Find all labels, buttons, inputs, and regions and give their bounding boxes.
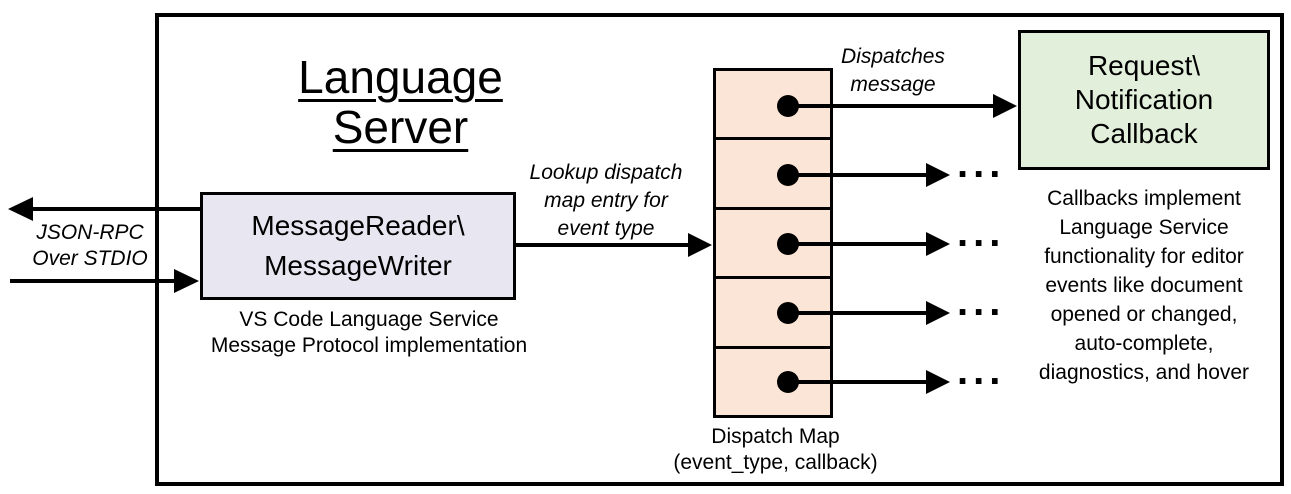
dispatch-map-cell	[716, 71, 830, 141]
json-rpc-stdio-label: JSON-RPC Over STDIO	[32, 221, 148, 270]
message-reader-writer-box: MessageReader\ MessageWriter	[200, 192, 516, 300]
language-server-boundary	[155, 13, 1284, 486]
dispatches-message-label: Dispatches message	[841, 45, 945, 96]
callbacks-description: Callbacks implement Language Service fun…	[1038, 187, 1250, 384]
ellipsis-row-4: ...	[957, 280, 1006, 324]
dispatch-map	[713, 68, 833, 418]
ellipsis-row-3: ...	[957, 211, 1006, 255]
dispatch-map-cell	[716, 279, 830, 349]
message-box-label: MessageReader\ MessageWriter	[251, 210, 465, 281]
dispatch-map-cell	[716, 348, 830, 416]
ellipsis-row-2: ...	[957, 142, 1006, 186]
callback-box-label: Request\ Notification Callback	[1074, 50, 1214, 149]
ellipsis-row-5: ...	[957, 349, 1006, 393]
request-notification-callback-box: Request\ Notification Callback	[1018, 30, 1270, 170]
lookup-dispatch-label: Lookup dispatch map entry for event type	[529, 161, 683, 240]
message-box-caption: VS Code Language Service Message Protoco…	[210, 308, 528, 357]
dispatch-map-cell	[716, 209, 830, 280]
dispatch-map-cell	[716, 140, 830, 210]
page-title: Language Server	[298, 51, 503, 153]
dispatch-map-caption: Dispatch Map (event_type, callback)	[673, 425, 878, 474]
